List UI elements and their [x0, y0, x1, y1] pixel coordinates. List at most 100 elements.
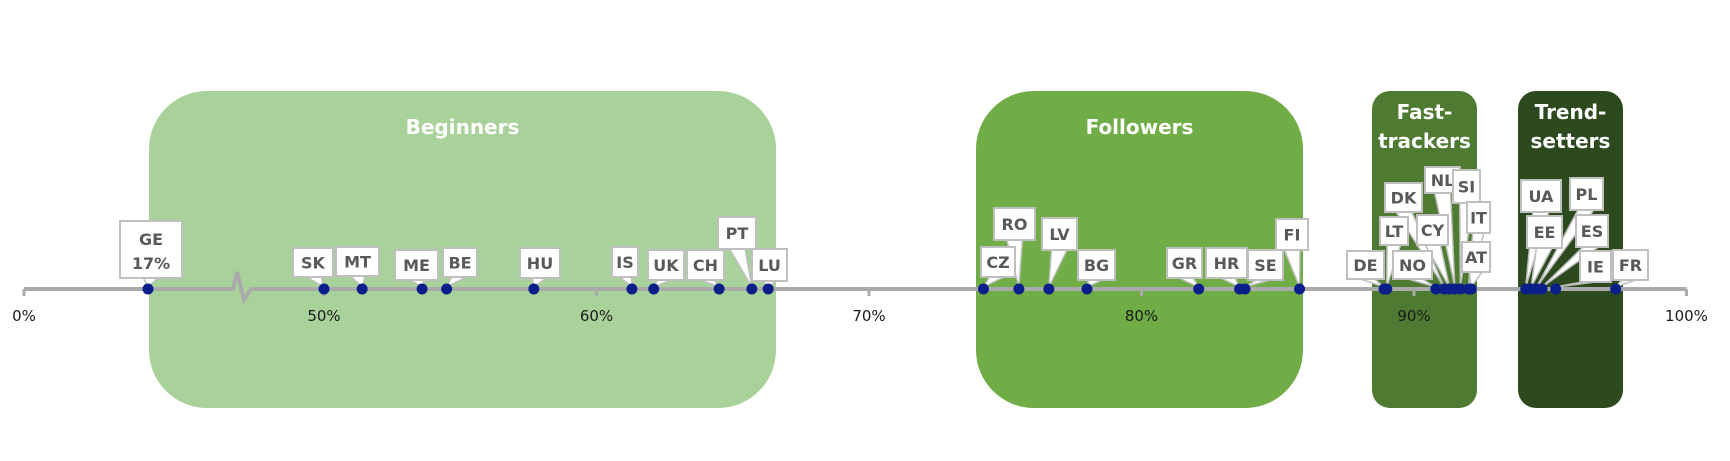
callout-label: LV [1049, 225, 1070, 244]
callout-box-is [611, 246, 639, 278]
callout-box-be [442, 247, 478, 278]
tick-label: 60% [580, 307, 613, 325]
data-point-no [1430, 283, 1442, 295]
callout-box-ro [993, 207, 1036, 241]
group-title-fasttrackers: Fast- [1397, 100, 1453, 124]
callout-box-si [1452, 169, 1481, 204]
callout-box-ie [1579, 250, 1612, 283]
callout-box-pl [1569, 177, 1604, 211]
callout-label: GR [1172, 254, 1197, 273]
callout-box-sk [292, 247, 334, 278]
callout-label: AT [1465, 248, 1487, 267]
callout-label: SE [1254, 256, 1276, 275]
callout-box-ee [1526, 215, 1563, 249]
callout-box-ch [686, 249, 725, 281]
callout-label: LU [758, 256, 781, 275]
callout-box-se [1247, 249, 1284, 281]
group-title-beginners: Beginners [406, 115, 520, 139]
data-point-ro [1013, 283, 1025, 295]
axis-line [24, 271, 1687, 306]
data-point-pt [746, 283, 758, 295]
tick-label: 0% [12, 307, 36, 325]
callout-box-es [1575, 214, 1609, 248]
x-axis: 0% 50% 60% 70% 80% 90% 100% [12, 271, 1708, 325]
callout-box-ge [119, 220, 183, 279]
callout-box-lv [1041, 217, 1078, 251]
group-title-trendsetters: Trend- [1535, 100, 1607, 124]
callout-box-mt [335, 246, 380, 277]
callout-label: NO [1399, 256, 1426, 275]
data-point-sk [318, 283, 330, 295]
callout-box-fr [1612, 249, 1649, 281]
tick-label: 80% [1125, 307, 1158, 325]
callout-label: PT [726, 224, 749, 243]
callout-label: SI [1458, 178, 1475, 197]
callout-label: NL [1431, 171, 1455, 190]
group-box-followers [976, 91, 1303, 408]
callout-label: RO [1002, 215, 1028, 234]
callout-label: IE [1587, 258, 1604, 277]
callout-box-it [1466, 201, 1491, 234]
data-point-lt [1381, 283, 1393, 295]
data-point-lv [1043, 283, 1055, 295]
tick-label: 100% [1665, 307, 1708, 325]
callout-box-pt [717, 216, 757, 250]
callout-value: 17% [132, 254, 170, 273]
data-point-mt [356, 283, 368, 295]
data-point-at [1465, 283, 1477, 295]
tick-label: 90% [1397, 307, 1430, 325]
callout-box-me [394, 249, 439, 281]
callout-box-de [1346, 250, 1385, 280]
callout-label: DE [1353, 256, 1377, 275]
group-title-fasttrackers: trackers [1378, 129, 1471, 153]
group-title-followers: Followers [1086, 115, 1194, 139]
callout-box-lt [1379, 216, 1409, 246]
callout-label: FR [1619, 256, 1642, 275]
callout-label: IT [1470, 209, 1487, 228]
callout-label: HU [527, 254, 553, 273]
data-point-ie [1550, 283, 1562, 295]
data-point-si [1454, 283, 1466, 295]
data-point-ch [713, 283, 725, 295]
callout-label: IS [616, 253, 633, 272]
callout-box-cz [980, 246, 1016, 278]
data-point-se [1239, 283, 1251, 295]
tick-label: 50% [307, 307, 340, 325]
callout-label: CY [1421, 221, 1445, 240]
tick-label: 70% [852, 307, 885, 325]
callout-box-hu [519, 247, 561, 279]
data-point-me [416, 283, 428, 295]
callout-box-ua [1520, 179, 1562, 213]
data-point-fr [1610, 283, 1622, 295]
callout-label: GE [139, 230, 163, 249]
data-point-is [626, 283, 638, 295]
callout-label: LT [1385, 222, 1404, 241]
callout-label: ME [403, 256, 430, 275]
data-points [142, 283, 1622, 295]
data-point-es [1536, 283, 1548, 295]
callout-label: UA [1529, 187, 1555, 206]
callout-box-fi [1275, 218, 1309, 251]
data-point-gr [1193, 283, 1205, 295]
callout-label: BG [1084, 256, 1109, 275]
data-point-be [441, 283, 453, 295]
callout-label: PL [1576, 185, 1598, 204]
callout-box-at [1461, 241, 1491, 273]
callout-box-cy [1416, 214, 1449, 246]
callout-label: CZ [986, 253, 1009, 272]
data-point-hu [528, 283, 540, 295]
callout-box-dk [1384, 182, 1423, 213]
callout-label: ES [1581, 222, 1603, 241]
callout-box-bg [1077, 249, 1116, 281]
callout-box-gr [1166, 247, 1203, 279]
callout-label: DK [1391, 189, 1417, 208]
callout-label: SK [301, 254, 326, 273]
data-point-cz [977, 283, 989, 295]
callout-label: MT [344, 253, 371, 272]
callout-box-no [1392, 250, 1433, 280]
data-point-lu [762, 283, 774, 295]
callout-label: HR [1214, 254, 1240, 273]
callout-box-uk [647, 249, 685, 281]
group-title-trendsetters: setters [1531, 129, 1611, 153]
